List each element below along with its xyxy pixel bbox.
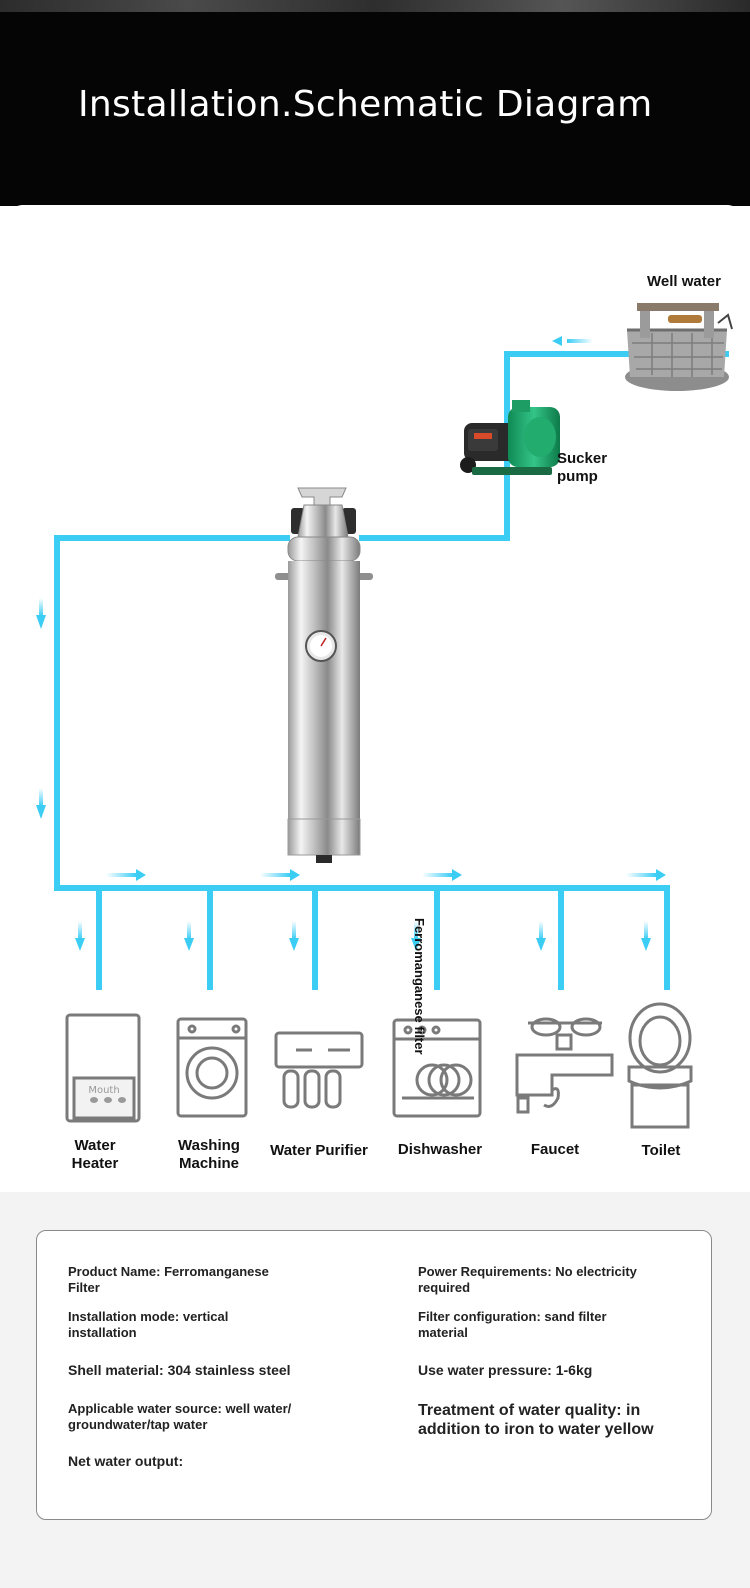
diagram-card: Mouth — [12, 205, 738, 1192]
arrow-down-icon — [411, 921, 421, 951]
header-banner: Installation.Schematic Diagram — [0, 0, 750, 206]
spec-filter-config: Filter configuration: sand filter materi… — [418, 1309, 607, 1340]
spec-shell-material: Shell material: 304 stainless steel — [68, 1362, 291, 1378]
arrow-right-icon — [626, 869, 666, 881]
spec-pressure: Use water pressure: 1-6kg — [418, 1362, 593, 1378]
top-texture-strip — [0, 0, 750, 12]
faucet-icon — [515, 1017, 614, 1114]
water-purifier-icon — [274, 1031, 364, 1109]
appliance-label-dishwasher: Dishwasher — [397, 1141, 483, 1158]
well-icon — [625, 303, 733, 391]
water-heater-icon — [65, 1013, 141, 1123]
well-water-label: Well water — [647, 273, 721, 290]
schematic-diagram: Mouth — [36, 303, 733, 1129]
appliance-label-faucet: Faucet — [530, 1141, 580, 1158]
sucker-pump-label: Sucker pump — [557, 450, 608, 485]
arrow-down-icon — [536, 921, 546, 951]
arrow-right-icon — [260, 869, 300, 881]
dishwasher-icon — [392, 1018, 482, 1118]
arrow-down-icon — [36, 598, 46, 629]
appliance-label-washing-machine: Washing Machine — [178, 1137, 240, 1172]
pipe-pump-to-filter — [54, 535, 670, 891]
spec-power: Power Requirements: No electricity requi… — [418, 1264, 637, 1295]
arrow-right-icon — [422, 869, 462, 881]
ferromanganese-filter-icon — [275, 487, 373, 863]
spec-product-name: Product Name: Ferromanganese Filter — [68, 1264, 269, 1295]
water-heater-sublabel: Mouth — [88, 1085, 119, 1096]
arrow-down-icon — [289, 921, 299, 951]
arrow-down-icon — [641, 921, 651, 951]
water-pipes — [54, 351, 729, 990]
spec-water-source: Applicable water source: well water/ gro… — [68, 1401, 292, 1432]
spec-net-output: Net water output: — [68, 1453, 184, 1469]
spec-treatment: Treatment of water quality: in addition … — [418, 1402, 654, 1438]
arrow-right-icon — [106, 869, 146, 881]
sucker-pump-icon — [460, 400, 560, 475]
flow-arrows — [36, 336, 666, 951]
appliance-label-water-purifier: Water Purifier — [270, 1142, 368, 1159]
washing-machine-icon — [176, 1017, 248, 1118]
arrow-left-icon — [552, 336, 593, 346]
toilet-icon — [627, 1002, 693, 1129]
arrow-down-icon — [36, 788, 46, 819]
filter-label: Ferromanganese filter — [412, 918, 427, 1055]
appliance-label-toilet: Toilet — [641, 1142, 681, 1159]
page-title: Installation.Schematic Diagram — [78, 84, 653, 125]
appliance-label-water-heater: Water Heater — [71, 1137, 119, 1172]
arrow-down-icon — [75, 921, 85, 951]
spec-installation-mode: Installation mode: vertical installation — [68, 1309, 229, 1340]
spec-box: Product Name: Ferromanganese Filter Inst… — [36, 1230, 712, 1520]
arrow-down-icon — [184, 921, 194, 951]
